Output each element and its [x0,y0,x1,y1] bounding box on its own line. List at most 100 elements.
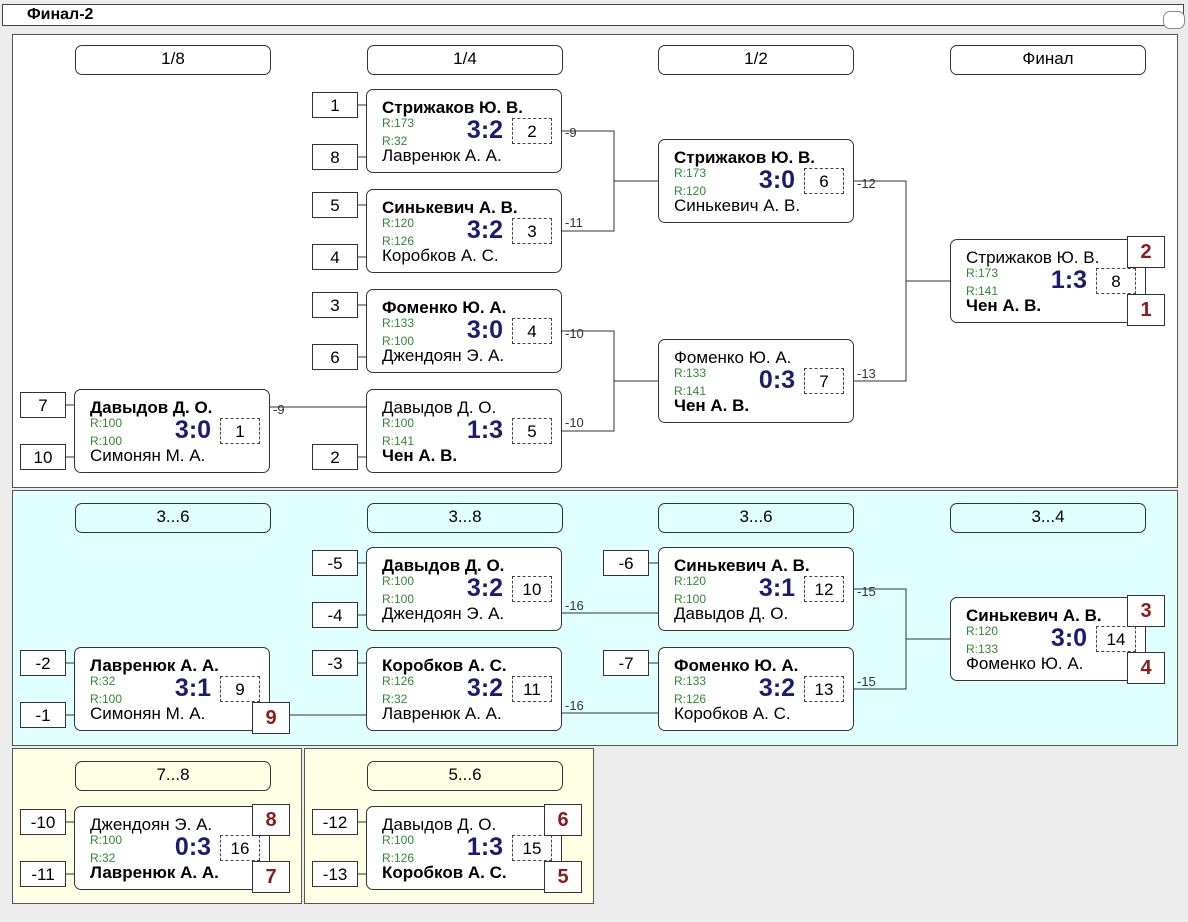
match-score: 3:1 [758,574,796,602]
match-card[interactable]: Лавренюк А. А. R:32 R:100 3:1 9 Симонян … [74,647,270,731]
match-card[interactable]: Давыдов Д. О. R:100 R:126 1:3 15 Коробко… [366,806,562,890]
match-number: 3 [512,218,552,244]
match-card[interactable]: Давыдов Д. О. R:100 R:141 1:3 5 Чен А. В… [366,389,562,473]
player-two-rating: R:100 [674,592,707,606]
player-two-rating: R:126 [382,851,415,865]
player-one-rating: R:133 [674,366,707,380]
match-score: 3:0 [466,316,504,344]
match-number: 1 [220,418,260,444]
scroll-handle[interactable] [1163,11,1185,29]
loser-label: -16 [565,598,584,613]
player-two: Чен А. В. [674,396,750,415]
match-card[interactable]: Фоменко Ю. А. R:133 R:141 0:3 7 Чен А. В… [658,339,854,423]
player-one: Давыдов Д. О. [382,398,497,417]
match-card[interactable]: Синькевич А. В. R:120 R:100 3:1 12 Давыд… [658,547,854,631]
player-one-rating: R:100 [382,574,415,588]
player-one: Стрижаков Ю. В. [382,98,523,117]
loser-label: -13 [857,366,876,381]
seed-box: -6 [603,550,649,576]
player-two: Симонян М. А. [90,446,206,465]
player-two-rating: R:141 [382,434,415,448]
player-two: Коробков А. С. [382,246,499,265]
seed-box: -11 [20,861,66,887]
player-two-rating: R:100 [382,592,415,606]
seed-box: -2 [20,650,66,676]
match-card[interactable]: Синькевич А. В. R:120 R:133 3:0 14 Фомен… [950,597,1146,681]
player-two: Чен А. В. [382,446,458,465]
player-two: Лавренюк А. А. [382,704,502,723]
seed-box: 10 [20,444,66,470]
match-card[interactable]: Стрижаков Ю. В. R:173 R:141 1:3 8 Чен А.… [950,239,1146,323]
place-badge: 9 [252,702,290,734]
player-two-rating: R:141 [674,384,707,398]
player-one-rating: R:100 [382,833,415,847]
place-badge: 7 [252,861,290,893]
player-two-rating: R:100 [90,692,123,706]
match-number: 7 [804,368,844,394]
match-score: 3:0 [1050,624,1088,652]
player-two-rating: R:100 [382,334,415,348]
match-score: 3:0 [174,416,212,444]
loser-label: -10 [565,326,584,341]
match-number: 11 [512,676,552,702]
match-number: 6 [804,168,844,194]
match-number: 5 [512,418,552,444]
player-one-rating: R:173 [674,166,707,180]
player-one: Лавренюк А. А. [90,656,219,675]
seed-box: -1 [20,702,66,728]
player-two: Чен А. В. [966,296,1042,315]
match-card[interactable]: Стрижаков Ю. В. R:173 R:32 3:2 2 Лавреню… [366,89,562,173]
player-one-rating: R:126 [382,674,415,688]
match-card[interactable]: Джендоян Э. А. R:100 R:32 0:3 16 Лавреню… [74,806,270,890]
match-card[interactable]: Давыдов Д. О. R:100 R:100 3:2 10 Джендоя… [366,547,562,631]
player-two-rating: R:133 [966,642,999,656]
player-one-rating: R:173 [382,116,415,130]
player-two-rating: R:32 [90,851,116,865]
seed-box: 8 [312,144,358,170]
round-header-3-8: 3...8 [367,503,563,533]
match-card[interactable]: Фоменко Ю. А. R:133 R:126 3:2 13 Коробко… [658,647,854,731]
player-one-rating: R:100 [90,416,123,430]
match-card[interactable]: Стрижаков Ю. В. R:173 R:120 3:0 6 Синьке… [658,139,854,223]
player-two: Коробков А. С. [674,704,791,723]
round-header-final: Финал [950,45,1146,75]
match-number: 13 [804,676,844,702]
seed-box: -5 [312,550,358,576]
place-badge: 3 [1127,595,1165,627]
seed-box: -12 [312,809,358,835]
round-header-1-8: 1/8 [75,45,271,75]
match-score: 3:2 [466,574,504,602]
player-two: Симонян М. А. [90,704,206,723]
seed-box: 3 [312,292,358,318]
match-card[interactable]: Синькевич А. В. R:120 R:126 3:2 3 Коробк… [366,189,562,273]
seed-box: 4 [312,244,358,270]
match-card[interactable]: Коробков А. С. R:126 R:32 3:2 11 Лавреню… [366,647,562,731]
round-header-1-4: 1/4 [367,45,563,75]
match-score: 3:0 [758,166,796,194]
match-score: 3:2 [466,216,504,244]
loser-label: -10 [565,415,584,430]
match-score: 0:3 [758,366,796,394]
match-number: 12 [804,576,844,602]
player-one: Фоменко Ю. А. [674,656,799,675]
player-two-rating: R:32 [382,134,408,148]
player-two-rating: R:141 [966,284,999,298]
player-two-rating: R:126 [382,234,415,248]
player-one: Синькевич А. В. [674,556,810,575]
match-score: 0:3 [174,833,212,861]
player-two-rating: R:120 [674,184,707,198]
loser-label: -12 [857,176,876,191]
match-number: 10 [512,576,552,602]
player-two: Фоменко Ю. А. [966,654,1084,673]
match-card[interactable]: Давыдов Д. О. R:100 R:100 3:0 1 Симонян … [74,389,270,473]
match-number: 16 [220,835,260,861]
player-one: Давыдов Д. О. [90,398,213,417]
player-one: Джендоян Э. А. [90,815,213,834]
player-two: Джендоян Э. А. [382,346,505,365]
player-one-rating: R:133 [382,316,415,330]
seed-box: 6 [312,344,358,370]
player-one: Стрижаков Ю. В. [674,148,815,167]
player-one: Стрижаков Ю. В. [966,248,1100,267]
match-card[interactable]: Фоменко Ю. А. R:133 R:100 3:0 4 Джендоян… [366,289,562,373]
player-two: Синькевич А. В. [674,196,801,215]
